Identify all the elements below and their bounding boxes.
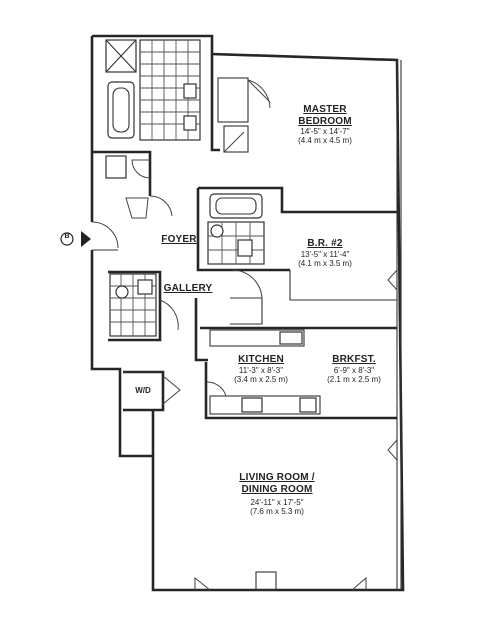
bedroom2-label: B.R. #2 13'-5" x 11'-4" (4.1 m x 3.5 m): [285, 238, 365, 268]
window-markers: [194, 269, 398, 591]
master-bedroom-label: MASTER BEDROOM 14'-5" x 14'-7" (4.4 m x …: [275, 104, 375, 145]
entry-marker-label: B: [64, 233, 70, 240]
kitchen-name: KITCHEN: [238, 354, 284, 365]
living-dining-name-line2: DINING ROOM: [241, 483, 313, 495]
powder-room-fixtures: [109, 273, 179, 337]
kitchen-counters: [205, 329, 321, 415]
bedroom2-dimensions: 13'-5" x 11'-4": [300, 249, 350, 259]
breakfast-dimensions-metric: (2.1 m x 2.5 m): [327, 374, 381, 384]
gallery-label: GALLERY: [163, 283, 213, 294]
living-dining-name-line1: LIVING ROOM /: [239, 472, 315, 483]
outer-walls: [90, 34, 405, 592]
interior-walls: [92, 54, 397, 456]
master-bedroom-name-line1: MASTER: [303, 104, 347, 115]
kitchen-label: KITCHEN 11'-3" x 8'-3" (3.4 m x 2.5 m): [225, 354, 297, 384]
master-bath-fixtures: [105, 39, 201, 179]
washer-dryer-label: W/D: [135, 386, 151, 395]
entry-marker: B: [60, 228, 92, 250]
kitchen-dimensions-metric: (3.4 m x 2.5 m): [234, 374, 288, 384]
bedroom2-closets: [230, 269, 397, 325]
bedroom2-name: B.R. #2: [307, 238, 343, 249]
living-dining-dimensions: 24'-11" x 17'-5": [250, 498, 304, 507]
master-bedroom-closets: [131, 77, 271, 179]
entry-arrow-icon: [60, 231, 91, 247]
breakfast-name: BRKFST.: [332, 354, 376, 365]
foyer-label: FOYER: [161, 234, 197, 245]
master-bedroom-dimensions: 14'-5" x 14'-7": [300, 127, 350, 136]
bedroom2-dimensions-metric: (4.1 m x 3.5 m): [298, 258, 352, 268]
master-bedroom-dimensions-metric: (4.4 m x 4.5 m): [298, 136, 352, 146]
breakfast-label: BRKFST. 6'-9" x 8'-3" (2.1 m x 2.5 m): [318, 354, 390, 384]
kitchen-dimensions: 11'-3" x 8'-3": [238, 365, 284, 375]
living-dining-dimensions-metric: (7.6 m x 5.3 m): [250, 507, 304, 517]
bedroom2-bath-fixtures: [207, 193, 265, 265]
wd-closet: [123, 371, 181, 405]
breakfast-dimensions: 6'-9" x 8'-3": [333, 365, 375, 375]
living-dining-label: LIVING ROOM / DINING ROOM 24'-11" x 17'-…: [222, 472, 332, 516]
master-bedroom-name-line2: BEDROOM: [298, 115, 352, 127]
foyer-doors: [91, 195, 173, 251]
